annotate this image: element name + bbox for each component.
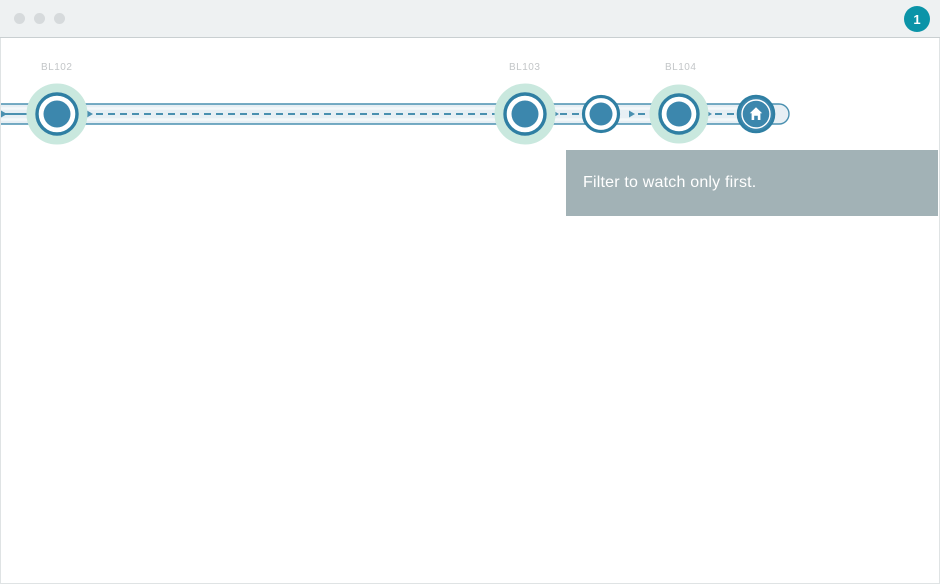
maximize-window-button[interactable] (54, 13, 65, 24)
diagram-canvas[interactable]: BL102 BL103 BL104 Filter to watch only f… (0, 38, 940, 584)
close-window-button[interactable] (14, 13, 25, 24)
node-halo (494, 83, 556, 145)
node-inner-white-ring (741, 99, 771, 129)
tooltip-panel[interactable]: Filter to watch only first. (566, 150, 938, 216)
home-icon (749, 107, 763, 120)
tooltip-text: Filter to watch only first. (583, 174, 757, 191)
node-bl104[interactable] (649, 84, 709, 144)
node-core (666, 101, 692, 127)
node-halo (649, 84, 709, 144)
node-core (589, 102, 613, 126)
title-bar: 1 (0, 0, 940, 38)
node-label-bl104: BL104 (665, 62, 697, 73)
node-halo (26, 83, 88, 145)
minimize-window-button[interactable] (34, 13, 45, 24)
node-core (43, 100, 71, 128)
node-label-bl102: BL102 (41, 62, 73, 73)
connector-group (1, 103, 790, 125)
node-label-bl103: BL103 (509, 62, 541, 73)
node-unlabeled-middle[interactable] (581, 94, 621, 134)
notification-badge[interactable]: 1 (904, 6, 930, 32)
traffic-light-group (14, 13, 65, 24)
node-bl102[interactable] (26, 83, 88, 145)
node-bl103[interactable] (494, 83, 556, 145)
flow-diagram (1, 83, 790, 145)
node-core (511, 100, 539, 128)
node-root-home[interactable] (736, 94, 776, 134)
